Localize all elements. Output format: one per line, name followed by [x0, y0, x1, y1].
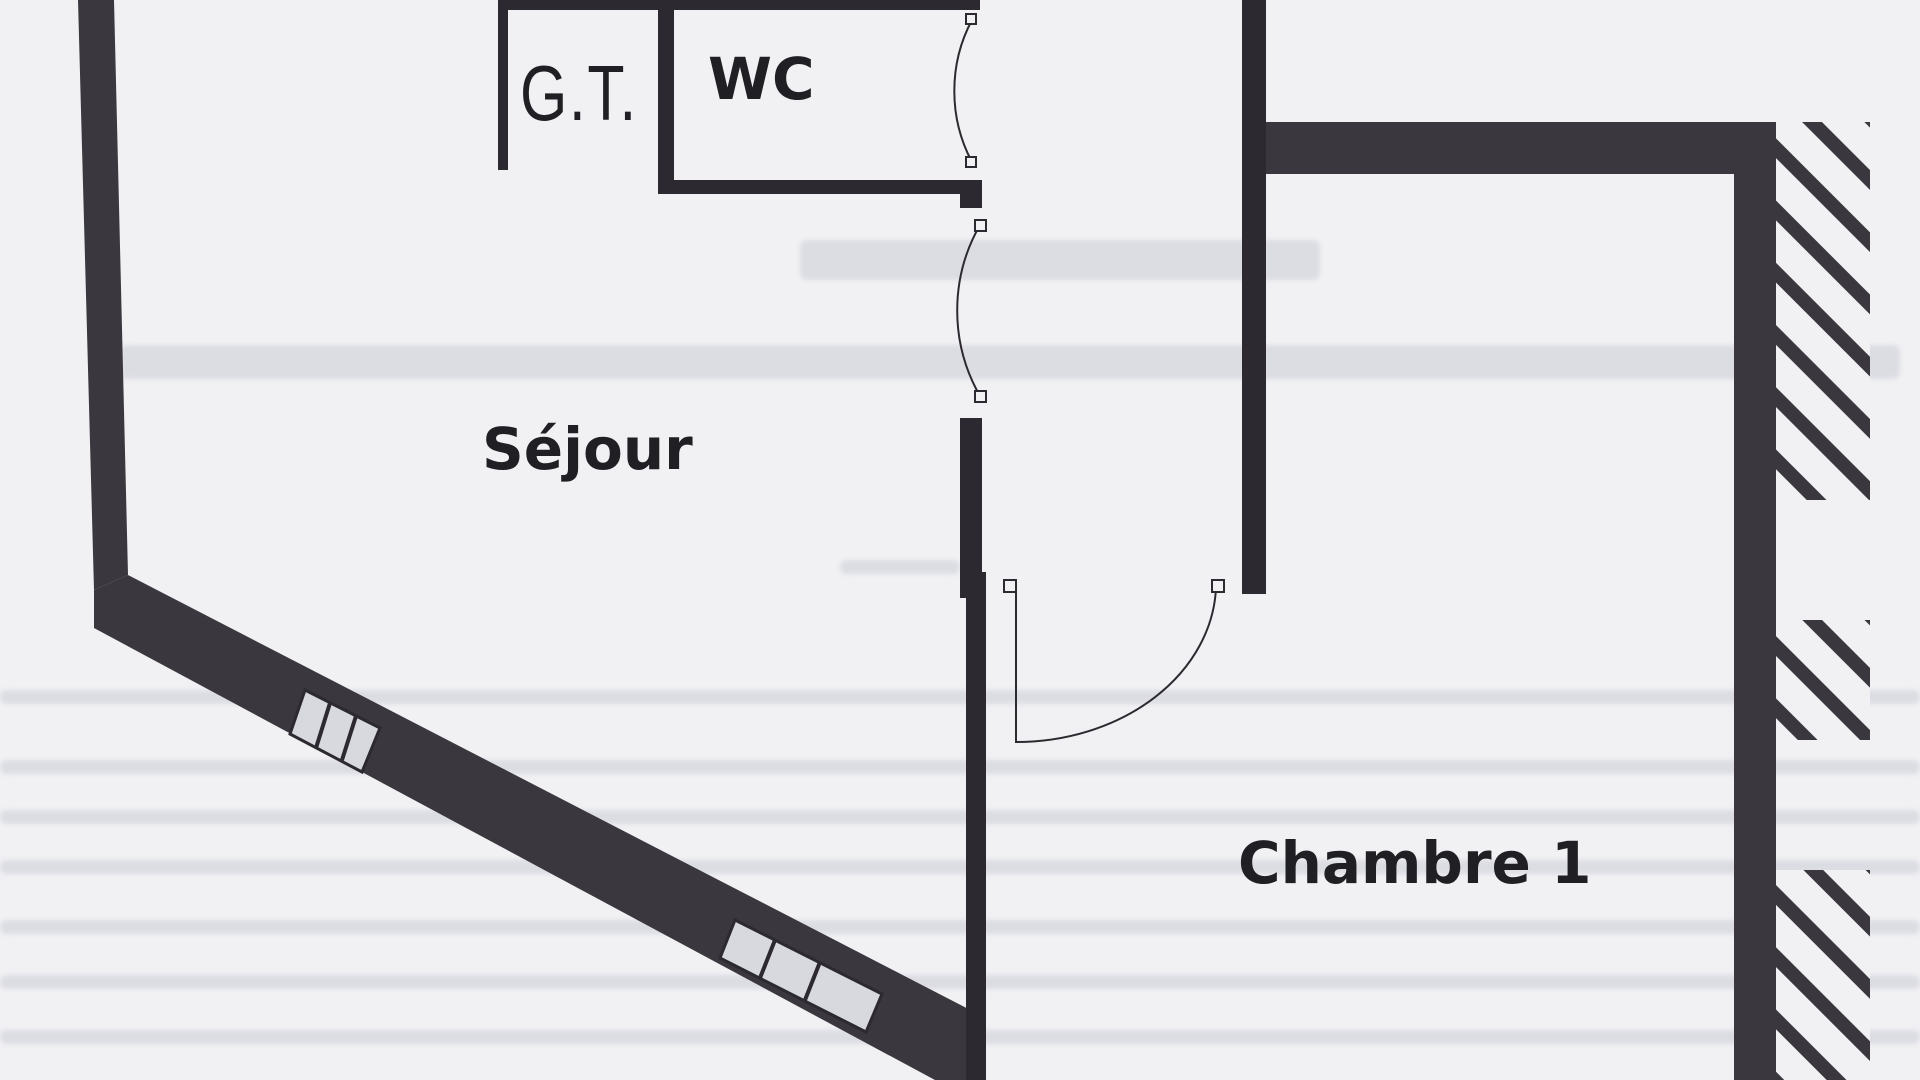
wc-door-swing [953, 19, 973, 163]
gt-left-wall [498, 4, 508, 170]
chambre-left-wall [966, 572, 986, 1080]
hatched-wall-bottom [1776, 870, 1870, 1080]
hatched-wall-lower [1776, 620, 1870, 740]
room-label-sejour: Séjour [482, 415, 693, 483]
window-2 [718, 917, 884, 1035]
chambre-door-swing [1015, 587, 1217, 744]
corridor-right-wall [1242, 0, 1266, 594]
wc-door-stub [960, 180, 982, 208]
corridor-left-wall [960, 418, 982, 598]
room-label-chambre1: Chambre 1 [1238, 829, 1592, 897]
room-label-gt: G.T. [520, 49, 638, 137]
corridor-door-swing [956, 224, 981, 397]
hatched-wall-upper [1776, 122, 1870, 500]
window-1 [288, 687, 382, 775]
chambre-top-wall [1266, 122, 1770, 174]
wc-bottom-wall [658, 180, 980, 194]
wc-top-wall [674, 0, 980, 10]
room-label-wc: WC [708, 45, 815, 113]
gt-wc-partition [658, 0, 674, 192]
chambre-right-wall [1734, 122, 1776, 1080]
exterior-wall-left [78, 0, 128, 590]
gt-top-wall [498, 0, 678, 10]
